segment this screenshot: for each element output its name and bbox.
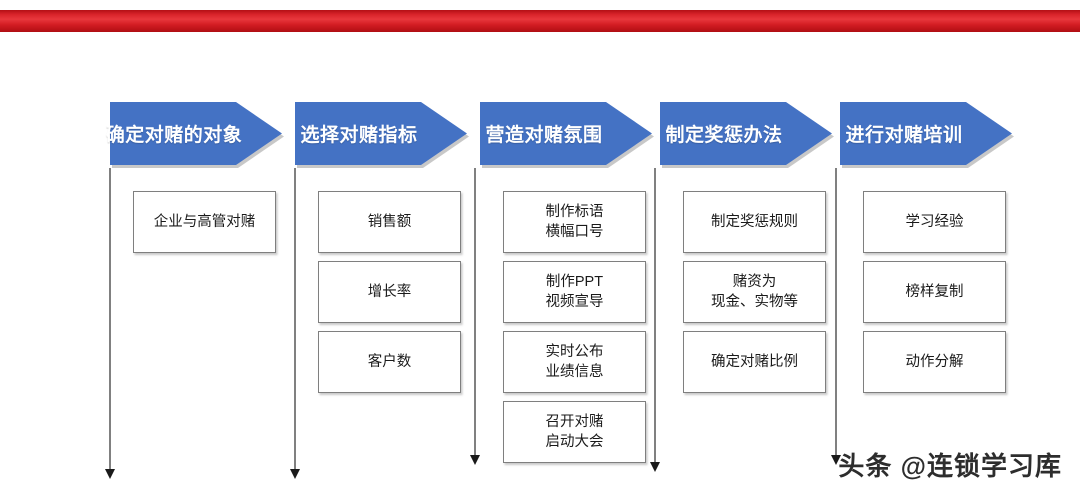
process-column-3: 营造对赌氛围 制作标语 横幅口号 制作PPT 视频宣导 实时公布 业绩信息 召开… — [480, 102, 654, 463]
flow-connector-4 — [650, 168, 660, 472]
stage-banner-3[interactable]: 营造对赌氛围 — [480, 102, 654, 168]
list-item[interactable]: 实时公布 业绩信息 — [503, 331, 646, 393]
list-item[interactable]: 增长率 — [318, 261, 461, 323]
stage-title-5: 进行对赌培训 — [845, 125, 963, 146]
flow-connector-3 — [470, 168, 480, 465]
flow-connector-2 — [290, 168, 300, 479]
flow-connector-1 — [105, 168, 115, 479]
top-red-bar — [0, 10, 1080, 32]
list-item[interactable]: 制作PPT 视频宣导 — [503, 261, 646, 323]
stage-banner-4[interactable]: 制定奖惩办法 — [660, 102, 834, 168]
list-item[interactable]: 确定对赌比例 — [683, 331, 826, 393]
list-item[interactable]: 赌资为 现金、实物等 — [683, 261, 826, 323]
item-label: 制作PPT 视频宣导 — [545, 274, 604, 310]
arrow-head-icon — [290, 469, 300, 479]
item-label: 学习经验 — [905, 214, 964, 230]
item-label: 确定对赌比例 — [711, 354, 798, 370]
arrow-head-icon — [831, 455, 841, 465]
item-label: 动作分解 — [905, 354, 964, 370]
item-label: 榜样复制 — [905, 284, 964, 300]
stage-items-5: 学习经验 榜样复制 动作分解 — [863, 191, 1006, 401]
list-item[interactable]: 客户数 — [318, 331, 461, 393]
item-label: 制作标语 横幅口号 — [545, 204, 604, 240]
watermark-text: 头条 @连锁学习库 — [838, 451, 1062, 481]
item-label: 客户数 — [367, 354, 412, 370]
process-column-2: 选择对赌指标 销售额 增长率 客户数 — [295, 102, 469, 393]
stage-title-1: 确定对赌的对象 — [105, 125, 243, 146]
item-label: 召开对赌 启动大会 — [545, 414, 604, 450]
stage-items-3: 制作标语 横幅口号 制作PPT 视频宣导 实时公布 业绩信息 召开对赌 启动大会 — [503, 191, 646, 471]
arrow-head-icon — [105, 469, 115, 479]
process-column-1: 确定对赌的对象 企业与高管对赌 — [105, 102, 284, 253]
stage-items-2: 销售额 增长率 客户数 — [318, 191, 461, 401]
list-item[interactable]: 榜样复制 — [863, 261, 1006, 323]
stage-title-2: 选择对赌指标 — [300, 125, 418, 146]
list-item[interactable]: 动作分解 — [863, 331, 1006, 393]
arrow-head-icon — [650, 462, 660, 472]
arrow-head-icon — [470, 455, 480, 465]
item-label: 企业与高管对赌 — [153, 214, 256, 230]
stage-items-4: 制定奖惩规则 赌资为 现金、实物等 确定对赌比例 — [683, 191, 826, 401]
list-item[interactable]: 企业与高管对赌 — [133, 191, 276, 253]
stage-title-3: 营造对赌氛围 — [485, 125, 603, 146]
list-item[interactable]: 销售额 — [318, 191, 461, 253]
process-column-4: 制定奖惩办法 制定奖惩规则 赌资为 现金、实物等 确定对赌比例 — [660, 102, 834, 393]
stage-items-1: 企业与高管对赌 — [133, 191, 276, 261]
item-label: 增长率 — [367, 284, 412, 300]
stage-title-4: 制定奖惩办法 — [665, 125, 783, 146]
list-item[interactable]: 制定奖惩规则 — [683, 191, 826, 253]
item-label: 销售额 — [367, 214, 412, 230]
list-item[interactable]: 召开对赌 启动大会 — [503, 401, 646, 463]
item-label: 实时公布 业绩信息 — [545, 344, 604, 380]
flow-connector-5 — [831, 168, 841, 465]
process-column-5: 进行对赌培训 学习经验 榜样复制 动作分解 — [840, 102, 1014, 393]
stage-banner-1[interactable]: 确定对赌的对象 — [105, 102, 284, 168]
list-item[interactable]: 制作标语 横幅口号 — [503, 191, 646, 253]
list-item[interactable]: 学习经验 — [863, 191, 1006, 253]
item-label: 制定奖惩规则 — [711, 214, 798, 230]
stage-banner-2[interactable]: 选择对赌指标 — [295, 102, 469, 168]
item-label: 赌资为 现金、实物等 — [711, 274, 798, 310]
stage-banner-5[interactable]: 进行对赌培训 — [840, 102, 1014, 168]
